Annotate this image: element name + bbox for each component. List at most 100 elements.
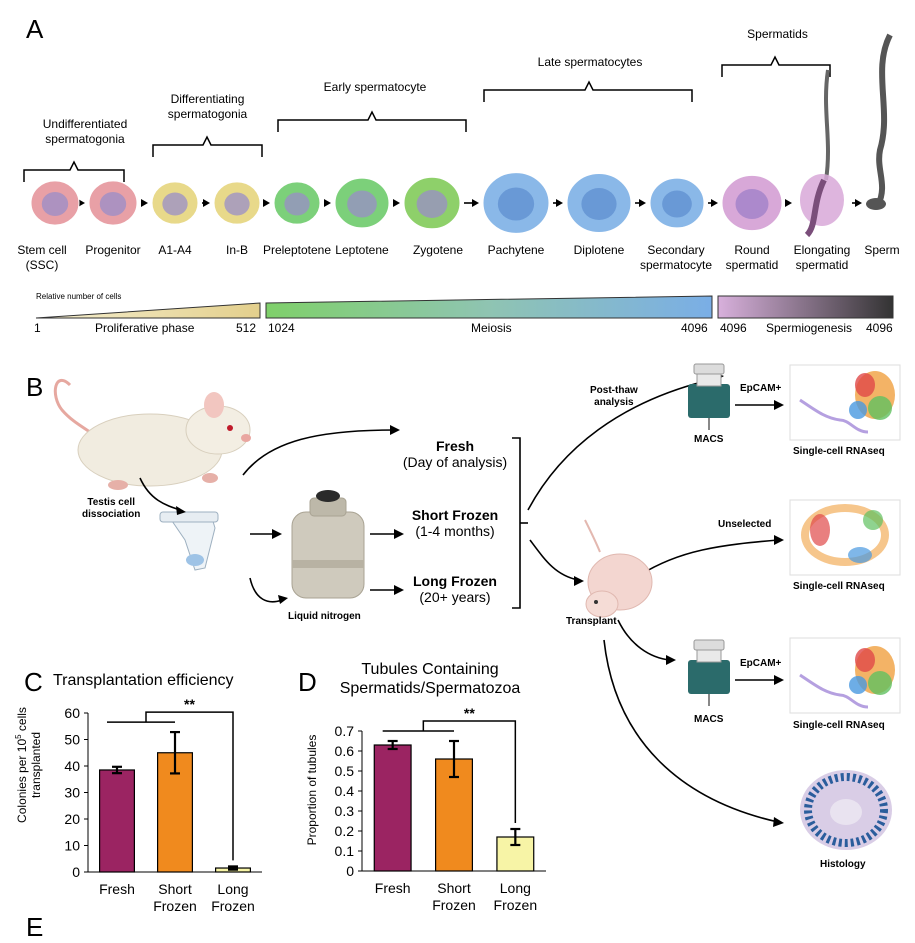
bar xyxy=(98,769,135,873)
stage-label: A1-A4 xyxy=(125,243,225,258)
phase-name-meiosis: Meiosis xyxy=(471,321,512,335)
panel-a-brackets xyxy=(23,55,831,182)
stage-arrowhead xyxy=(556,199,563,207)
stage-arrowhead xyxy=(639,199,646,207)
bar xyxy=(373,744,412,872)
testis-label-line: dissociation xyxy=(82,509,141,520)
stage-label-line1: Zygotene xyxy=(412,243,464,257)
significance-label: ** xyxy=(464,705,475,721)
stage-arrowhead xyxy=(263,199,270,207)
arrow-to-post-thaw xyxy=(527,377,719,511)
phase-name-spermiogenesis: Spermiogenesis xyxy=(766,321,853,335)
spermiogenesis-bar xyxy=(717,295,894,319)
y-tick-label: 0 xyxy=(72,864,80,880)
y-tick-label: 0.4 xyxy=(335,783,355,799)
elongating-spermatid-cell xyxy=(800,69,844,238)
epcam-label-2: EpCAM+ xyxy=(740,658,782,669)
stage-label-line1: Secondary xyxy=(647,243,705,257)
stage-cell xyxy=(403,176,461,230)
stage-cell xyxy=(88,180,138,226)
bracket-early-spermatocyte xyxy=(277,110,467,132)
group-label-line: Differentiating xyxy=(170,92,245,106)
phase-end-meiosis: 4096 xyxy=(681,321,708,335)
condition-subtitle: (1-4 months) xyxy=(415,523,495,539)
stage-arrowhead xyxy=(203,199,210,207)
x-tick-label: Fresh xyxy=(375,880,411,896)
stage-label: Preleptotene xyxy=(247,243,347,258)
stage-label-line1: In-B xyxy=(225,243,248,257)
chart-c-title: Transplantation efficiency xyxy=(53,672,234,689)
y-tick-label: 40 xyxy=(64,758,80,774)
scrnaseq-label-3: Single-cell RNAseq xyxy=(793,720,885,731)
stage-arrowhead xyxy=(472,199,479,207)
arrow-rat-to-tube xyxy=(139,477,181,511)
x-tick-label: Fresh xyxy=(99,881,135,897)
meiosis-wedge xyxy=(265,295,713,319)
y-tick-label: 0.2 xyxy=(335,823,355,839)
post-thaw-line: analysis xyxy=(594,397,634,408)
chart-d-title-line: Spermatids/Spermatozoa xyxy=(339,680,521,697)
stage-cell xyxy=(482,172,550,234)
y-tick-label: 0.5 xyxy=(335,763,355,779)
stage-label: Sperm xyxy=(832,243,915,258)
y-tick-label: 0 xyxy=(346,863,354,879)
x-tick-label: Frozen xyxy=(494,897,538,913)
chart-d-title: Tubules Containing Spermatids/Spermatozo… xyxy=(330,660,530,698)
panel-a-cells xyxy=(30,33,893,238)
stage-label-line2: spermatocyte xyxy=(639,258,713,272)
stage-arrowhead xyxy=(324,199,331,207)
arrow-to-macs-2 xyxy=(617,619,671,661)
stage-label-line1: Leptotene xyxy=(335,243,389,257)
stage-label-line1: Progenitor xyxy=(85,243,141,257)
bracket-differentiating xyxy=(152,135,263,157)
stage-arrowhead xyxy=(78,199,85,207)
group-label-spermatids: Spermatids xyxy=(747,27,808,41)
tube-illustration xyxy=(159,511,219,571)
dewar-illustration xyxy=(291,490,365,599)
stage-label-line1: Preleptotene xyxy=(262,243,332,257)
x-tick-label: Long xyxy=(217,881,248,897)
x-tick-label: Frozen xyxy=(432,897,476,913)
x-tick-label: Frozen xyxy=(153,898,197,914)
stage-label-line1: Sperm xyxy=(864,243,900,257)
y-tick-label: 30 xyxy=(64,785,80,801)
histology-label: Histology xyxy=(820,859,866,870)
arrow-to-long xyxy=(249,577,283,603)
epcam-label-1: EpCAM+ xyxy=(740,383,782,394)
phase-start-meiosis: 1024 xyxy=(268,321,295,335)
relative-number-label: Relative number of cells xyxy=(36,292,122,301)
stage-label: Zygotene xyxy=(388,243,488,258)
y-tick-label: 10 xyxy=(64,838,80,854)
macs-label-1: MACS xyxy=(694,434,724,445)
stage-label-line2: spermatid xyxy=(795,258,849,272)
bracket-late-spermatocytes xyxy=(483,80,693,102)
stage-label-line1: Round xyxy=(734,243,770,257)
scrnaseq-label-2: Single-cell RNAseq xyxy=(793,581,885,592)
condition-title: Short Frozen xyxy=(411,507,499,523)
bracket-undifferentiated xyxy=(23,160,125,182)
stage-label: Progenitor xyxy=(63,243,163,258)
condition-title: Fresh xyxy=(435,438,475,454)
stage-cell xyxy=(273,181,321,225)
umap-plot-3 xyxy=(789,637,901,714)
significance-bracket xyxy=(422,720,517,823)
condition-subtitle: (20+ years) xyxy=(419,589,491,605)
y-tick-label: 0.3 xyxy=(335,803,355,819)
y-tick-label: 60 xyxy=(64,705,80,721)
significance-label: ** xyxy=(184,696,195,712)
unselected-label: Unselected xyxy=(718,519,772,530)
stage-label-line1: A1-A4 xyxy=(158,243,192,257)
stage-arrowhead xyxy=(141,199,148,207)
stage-label-line1: Diplotene xyxy=(573,243,625,257)
condition-title: Long Frozen xyxy=(413,573,497,589)
stage-cell xyxy=(721,174,783,232)
mouse-illustration xyxy=(584,519,653,618)
umap-plot-1 xyxy=(789,364,901,441)
arrow-to-transplant xyxy=(529,539,579,581)
y-tick-label: 20 xyxy=(64,811,80,827)
